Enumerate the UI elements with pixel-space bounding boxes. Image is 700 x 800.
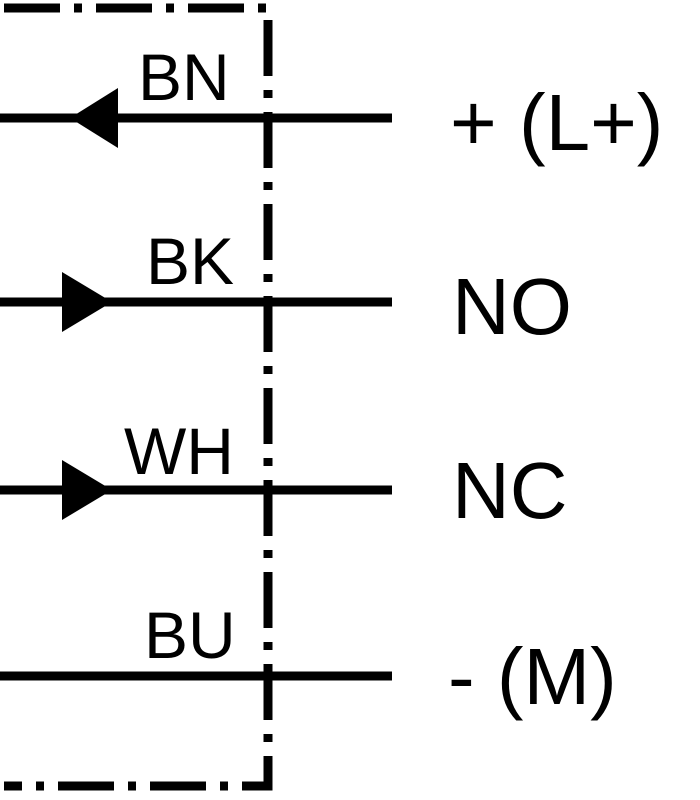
terminal-label: NO: [452, 262, 572, 351]
arrow-left-icon: [70, 88, 118, 148]
terminal-label: NC: [452, 446, 568, 535]
wire-row-bu: BU - (M): [0, 598, 617, 721]
wire-code-label: WH: [124, 414, 234, 488]
wire-code-label: BU: [144, 598, 236, 672]
wire-row-bk: BK NO: [0, 224, 572, 351]
terminal-label: + (L+): [450, 78, 663, 167]
arrow-right-icon: [62, 272, 112, 332]
wire-row-wh: WH NC: [0, 414, 568, 535]
wire-code-label: BK: [146, 224, 234, 298]
terminal-label: - (M): [448, 632, 617, 721]
wire-code-label: BN: [138, 40, 230, 114]
housing-boundary: [4, 3, 273, 791]
arrow-right-icon: [62, 460, 112, 520]
wire-row-bn: BN + (L+): [0, 40, 663, 167]
